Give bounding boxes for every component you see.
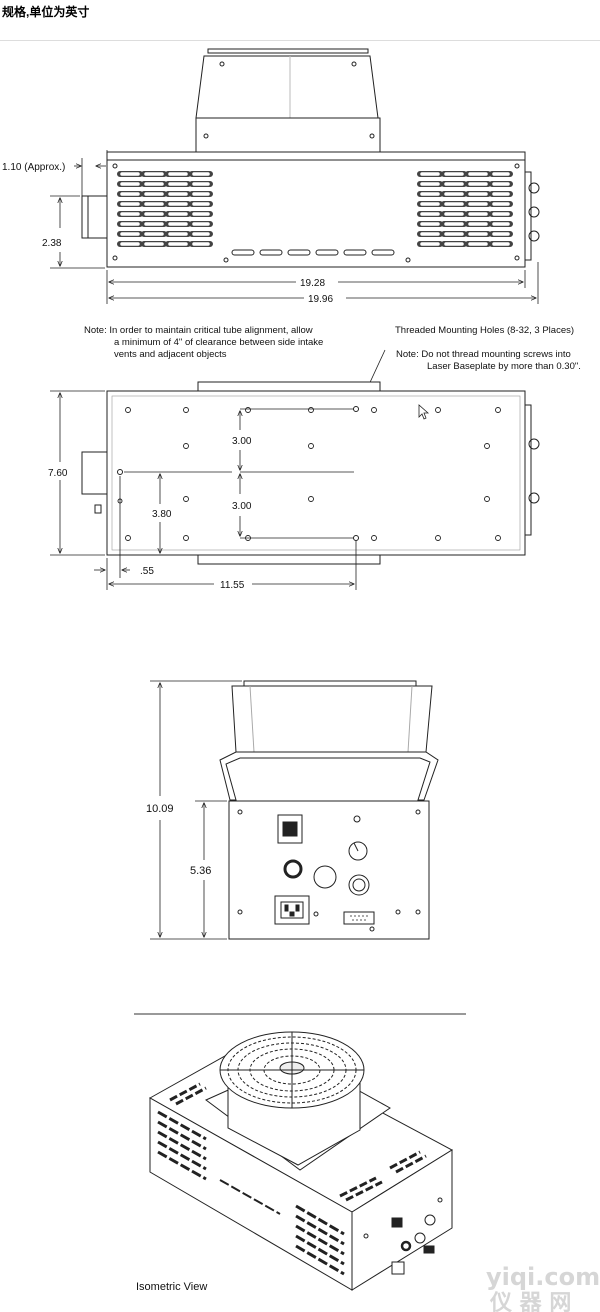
fan-icon: [219, 1031, 365, 1109]
iso-side-vents: [157, 1110, 345, 1276]
title-divider: [0, 40, 600, 41]
cursor-arrow-icon: [418, 404, 430, 420]
clearance-note-line3: vents and adjacent objects: [114, 349, 227, 360]
holes-note-line1: Note: Do not thread mounting screws into: [396, 349, 571, 360]
dim-body-height-label: 5.36: [190, 865, 211, 877]
end-panel: [228, 800, 430, 940]
laser-body-side: [106, 151, 526, 268]
clearance-note-line2: a minimum of 4" of clearance between sid…: [114, 337, 323, 348]
key-switch-icon: [348, 874, 370, 896]
dim-body-length-label: 19.28: [300, 278, 325, 289]
dim-hole-spacing-2-label: 3.00: [232, 501, 252, 512]
dim-total-height-label: 10.09: [146, 803, 174, 815]
handle-left-plan: [81, 451, 108, 495]
bottom-slots: [231, 249, 395, 256]
dim-depth-label: 7.60: [48, 468, 68, 479]
power-inlet-icon: [274, 895, 310, 925]
key-dial-icon: [348, 841, 368, 861]
plan-view: [50, 381, 540, 590]
page-title: 规格,单位为英寸: [2, 5, 90, 19]
baseplate: [106, 390, 526, 556]
db9-connector-icon: [343, 911, 375, 925]
end-view: [150, 680, 439, 940]
dim-hole-distance-label: 11.55: [220, 580, 245, 591]
end-view-dimensions: [150, 680, 242, 940]
watermark-logo-text: yiqi.com: [486, 1263, 600, 1291]
handle-left: [81, 195, 108, 239]
fan-housing: [195, 48, 381, 153]
vent-grille-right: [417, 171, 513, 247]
dim-hole-spacing-1-label: 3.00: [232, 436, 252, 447]
dim-offset-label: 1.10 (Approx.): [2, 162, 65, 173]
dim-height-label: 2.38: [42, 238, 62, 249]
isometric-view: [148, 1031, 454, 1291]
dim-hole-offset-x-label: .55: [140, 566, 154, 577]
top-view: [50, 48, 540, 304]
top-view-dimensions: [50, 150, 539, 304]
dim-total-length-label: 19.96: [308, 294, 333, 305]
holes-note-line2: Laser Baseplate by more than 0.30".: [427, 361, 581, 372]
plan-view-dimensions: [50, 390, 357, 590]
clearance-note-line1: Note: In order to maintain critical tube…: [84, 325, 313, 336]
vent-grille-left: [117, 171, 213, 247]
dim-hole-offset-y-label: 3.80: [152, 509, 172, 520]
holes-note-title: Threaded Mounting Holes (8-32, 3 Places): [395, 325, 574, 336]
watermark-logo-cn: 仪 器 网: [489, 1291, 571, 1312]
iso-view-label: Isometric View: [136, 1281, 207, 1293]
